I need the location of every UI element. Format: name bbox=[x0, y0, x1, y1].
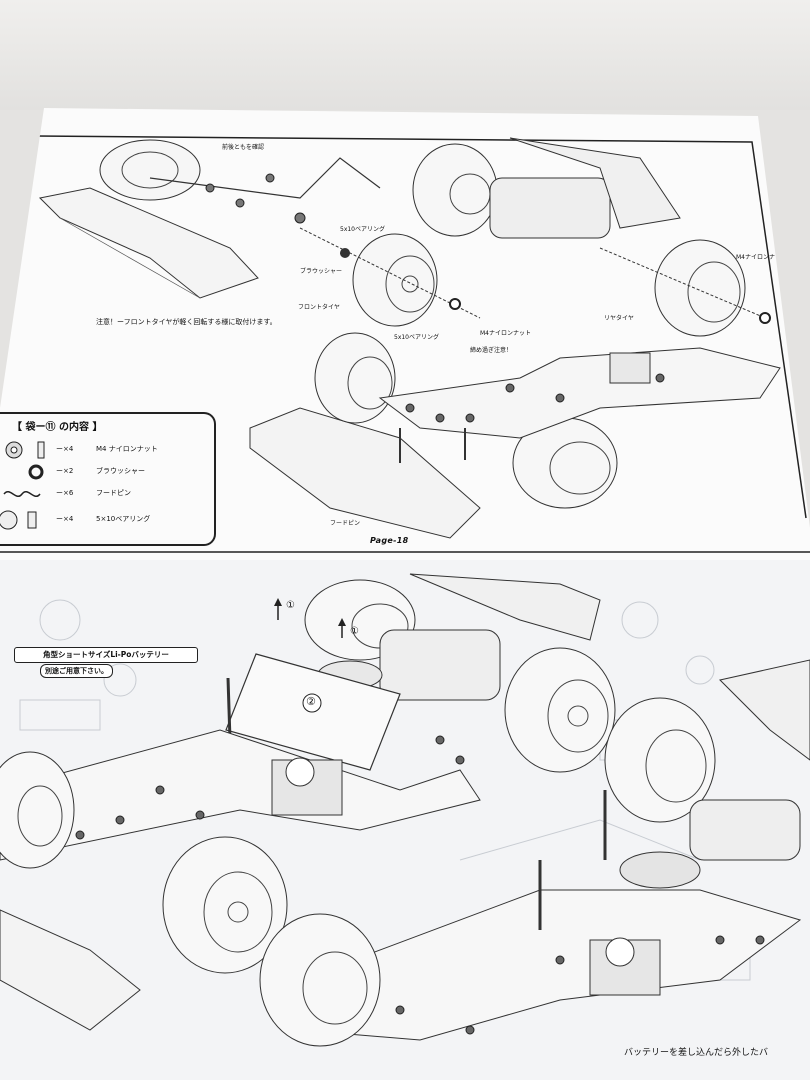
bag-item-qty: ー×2 bbox=[56, 467, 74, 475]
bag-item-name: フードピン bbox=[96, 489, 131, 497]
tighten-warning-label: 締め過ぎ注意！ bbox=[470, 347, 513, 354]
bag-item-qty: ー×4 bbox=[56, 515, 74, 523]
bag-item-name: M4 ナイロンナット bbox=[96, 445, 158, 453]
step-1-marker-2: ① bbox=[350, 626, 359, 637]
front-tire-label: フロントタイヤ bbox=[298, 304, 340, 311]
page-18-illustration bbox=[35, 135, 807, 539]
battery-callout: 角型ショートサイズLi-Poバッテリー bbox=[14, 647, 198, 663]
desk-background bbox=[0, 0, 810, 110]
step-1-marker: ① bbox=[286, 600, 295, 611]
bag-contents-box: 【 袋ー⑪ の内容 】 ー×4 M4 ナイロンナット ー×2 ブラウッシャー ー… bbox=[0, 412, 216, 546]
step-2-marker: ② bbox=[306, 695, 316, 708]
top-note-label: 前後ともを確認 bbox=[222, 144, 265, 151]
rear-nut-label: M4ナイロンナット bbox=[736, 254, 787, 261]
bag-item-row: ー×2 ブラウッシャー bbox=[0, 462, 214, 482]
nut-label: M4ナイロンナット bbox=[480, 330, 531, 337]
bag-item-row: ー×4 M4 ナイロンナット bbox=[0, 440, 214, 460]
body-pin-label: フードピン bbox=[330, 520, 361, 527]
bag-item-name: ブラウッシャー bbox=[96, 467, 145, 475]
bearing-label: 5x10ベアリング bbox=[394, 334, 440, 341]
bag-item-qty: ー×4 bbox=[56, 445, 74, 453]
battery-callout-sub: 別途ご用意下さい。 bbox=[40, 664, 113, 678]
battery-insert-note: バッテリーを差し込んだら外したバ bbox=[624, 1048, 769, 1058]
rear-tire-label: リヤタイヤ bbox=[604, 315, 634, 322]
bag-item-row: ー×4 5×10ベアリング bbox=[0, 510, 214, 530]
bag-title: 【 袋ー⑪ の内容 】 bbox=[12, 422, 103, 433]
flange-label: 5x10ベアリング bbox=[340, 226, 386, 233]
bag-item-qty: ー×6 bbox=[56, 489, 74, 497]
page-19-illustration bbox=[0, 573, 810, 1047]
body-pin-icon bbox=[3, 491, 41, 497]
manual-page-19: ① ① ② bbox=[0, 560, 810, 1080]
bearing-icon bbox=[0, 510, 37, 530]
washer-label: ブラウッシャー bbox=[300, 268, 343, 275]
bag-item-row: ー×6 フードピン bbox=[0, 484, 214, 504]
nylon-nut-icon bbox=[5, 441, 45, 459]
washer-icon bbox=[28, 464, 44, 480]
front-tire-note: 注意！ーフロントタイヤが軽く回転する様に取付けます。 bbox=[96, 318, 277, 326]
bag-item-name: 5×10ベアリング bbox=[96, 515, 151, 523]
page-number: Page-18 bbox=[370, 536, 409, 545]
